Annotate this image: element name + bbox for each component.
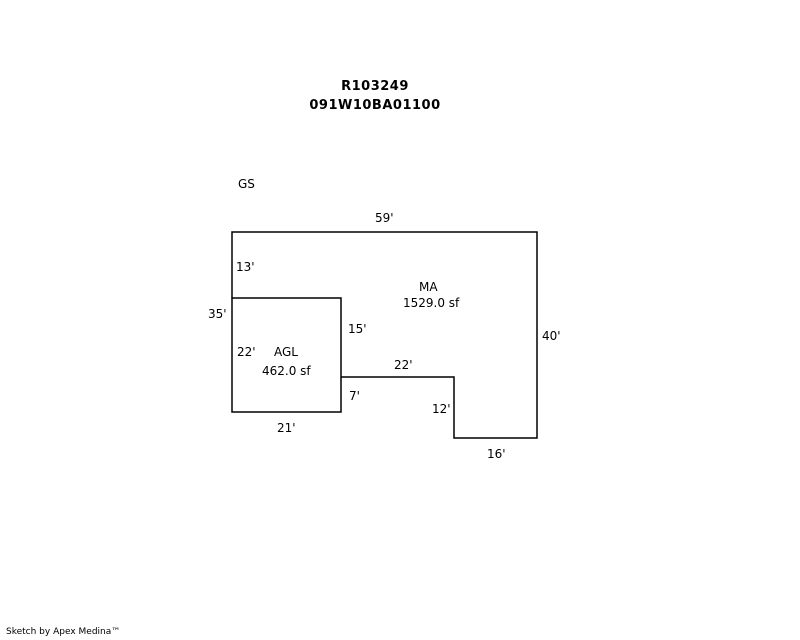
dimension-agl-right: 15' (348, 322, 367, 336)
dimension-left-total: 35' (208, 307, 227, 321)
map-taxlot-number: 091W10BA01100 (309, 98, 441, 113)
ma-area-code: MA (419, 280, 438, 294)
dimension-step-right: 7' (349, 389, 360, 403)
dimension-notch-left: 12' (432, 402, 451, 416)
sketch-credit: Sketch by Apex Medina™ (6, 627, 121, 637)
dimension-notch-top: 22' (394, 358, 413, 372)
dimension-top: 59' (375, 211, 394, 225)
dimension-agl-bottom: 21' (277, 421, 296, 435)
dimension-left-upper: 13' (236, 260, 255, 274)
dimension-right: 40' (542, 329, 561, 343)
agl-area-code: AGL (274, 345, 298, 359)
ma-outline (231, 231, 538, 439)
dimension-bottom-right: 16' (487, 447, 506, 461)
dimension-agl-left: 22' (237, 345, 256, 359)
account-id: R103249 (341, 79, 409, 94)
agl-outline (231, 297, 342, 413)
agl-area-size: 462.0 sf (262, 364, 311, 378)
gs-label: GS (238, 177, 255, 191)
ma-area-size: 1529.0 sf (403, 296, 460, 310)
